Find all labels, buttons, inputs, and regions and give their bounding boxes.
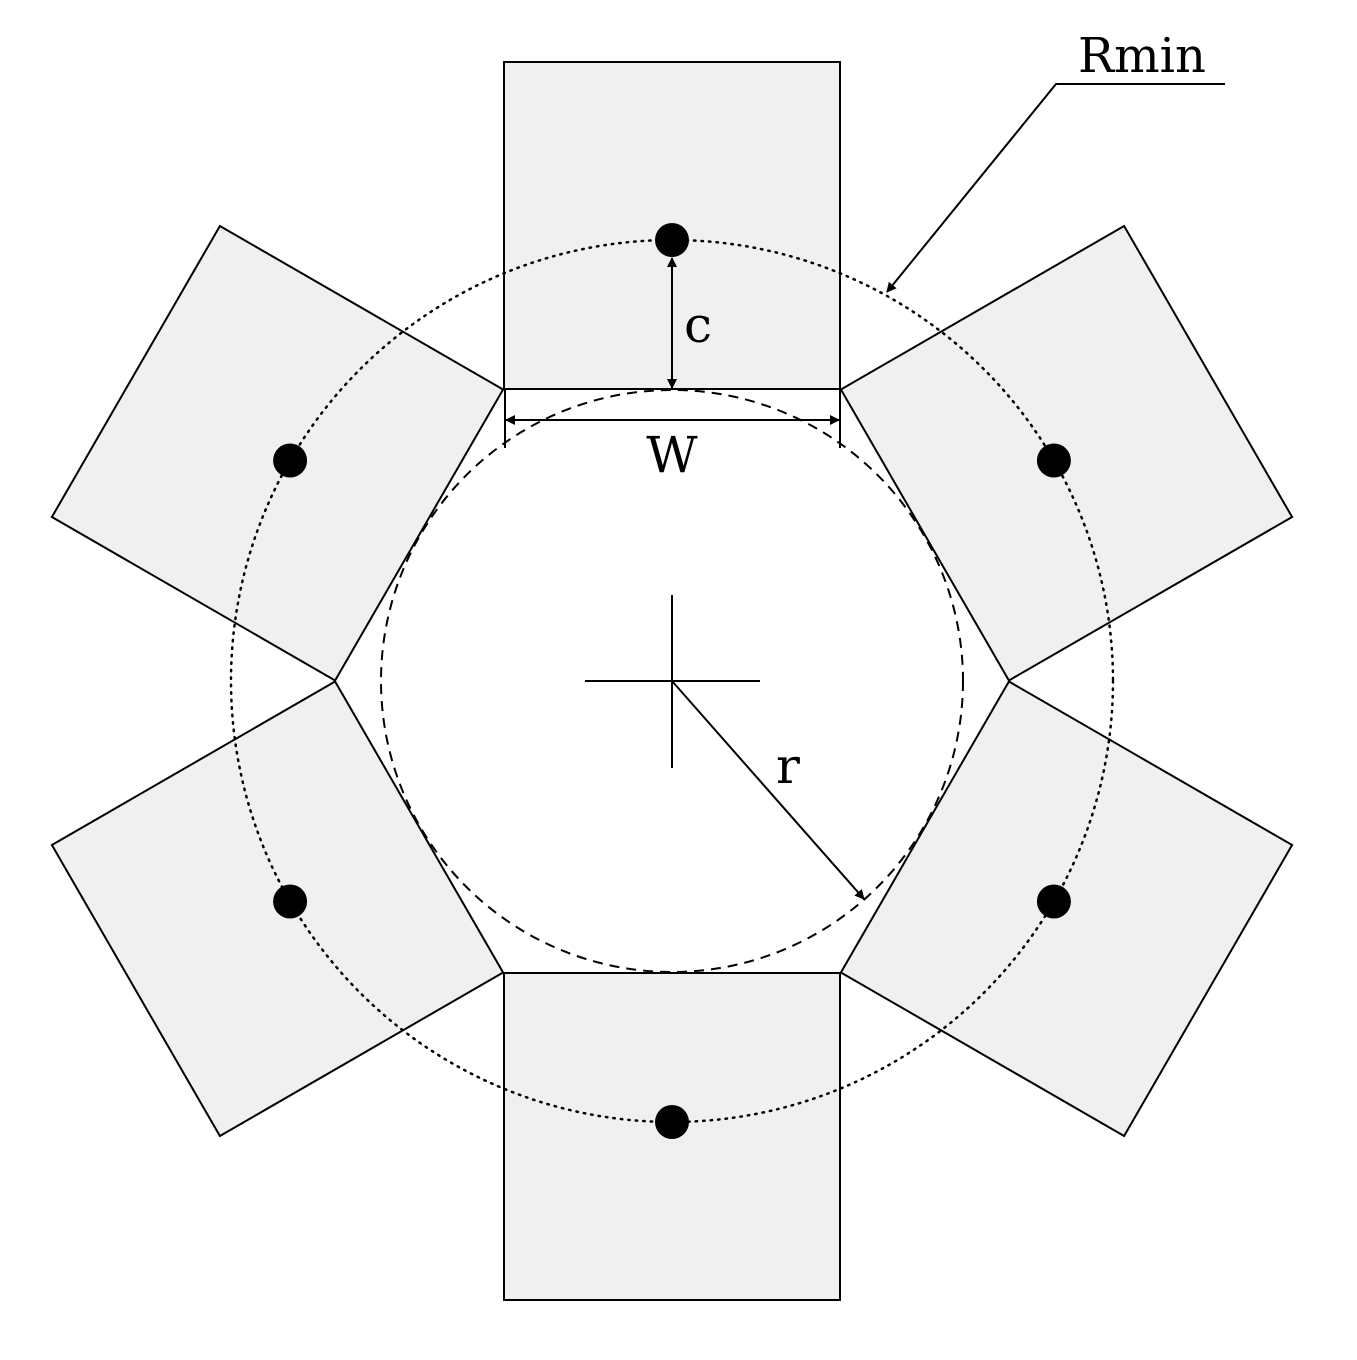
panel-dot-1 <box>655 223 689 257</box>
panel-dot-4 <box>655 1105 689 1139</box>
panel-dot-2 <box>1036 443 1071 478</box>
radius-r-arrow <box>671 680 865 900</box>
w-label: W <box>646 426 698 484</box>
panel-dot-6 <box>273 443 308 478</box>
panel-dot-5 <box>273 884 308 919</box>
r-label: r <box>776 737 800 795</box>
rmin-label: Rmin <box>1078 28 1206 84</box>
inscribed-circle <box>380 389 964 973</box>
panel-dot-3 <box>1036 884 1071 919</box>
rmin-leader-line <box>886 83 1225 293</box>
c-label: c <box>684 296 712 354</box>
panel-center-dots <box>273 223 1071 1139</box>
